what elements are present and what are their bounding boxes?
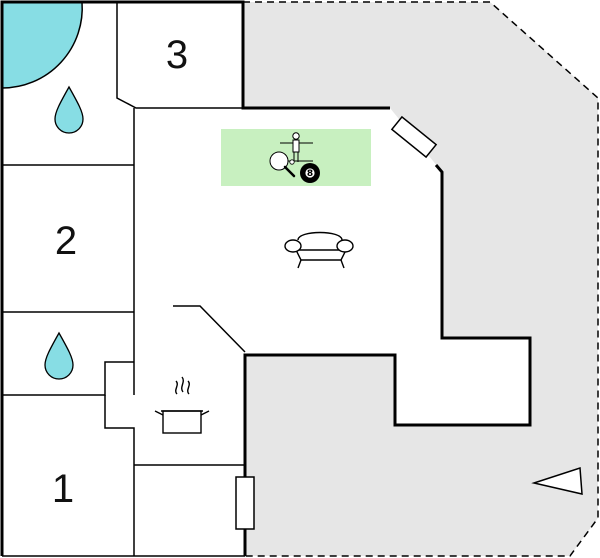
water-drop-icon (44, 331, 74, 380)
outer-walls (0, 0, 532, 556)
billiard-ball-icon: 8 (300, 163, 320, 183)
table-football-icon (280, 132, 313, 162)
inner-walls (2, 2, 246, 556)
pool-icon (1, 1, 83, 89)
room-label-2: 2 (55, 219, 77, 263)
room-label-3: 3 (166, 33, 188, 77)
water-drop-icon (54, 85, 84, 134)
sofa-icon (284, 231, 354, 269)
billiard-ball-number: 8 (307, 169, 313, 179)
entrance-arrow-icon (531, 466, 583, 495)
room-label-1: 1 (52, 467, 74, 511)
window (390, 115, 438, 159)
cooking-pot-icon (154, 376, 210, 434)
table-tennis-icon (269, 151, 296, 178)
window (235, 476, 255, 530)
